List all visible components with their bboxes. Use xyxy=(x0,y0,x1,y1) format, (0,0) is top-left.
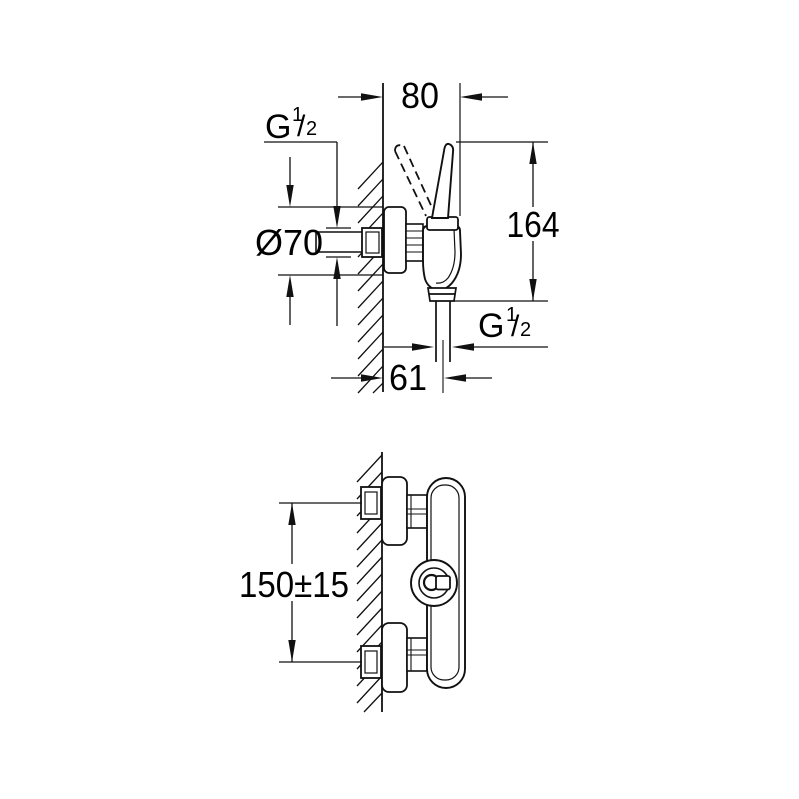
upper-union-nut xyxy=(406,494,428,529)
outlet-nut xyxy=(427,287,457,302)
mixer-body-side xyxy=(422,225,462,302)
wall-hatch-side xyxy=(357,161,384,394)
control-knob xyxy=(410,559,458,607)
escutcheon-side xyxy=(383,206,407,274)
outlet-thread-denominator: 2 xyxy=(520,319,531,341)
dim-80-label: 80 xyxy=(401,75,439,116)
outlet-pipe xyxy=(435,301,451,393)
lower-union-square xyxy=(360,645,382,679)
lower-escutcheon-front xyxy=(381,622,408,693)
dimension-offset-61: 61 xyxy=(331,357,492,398)
thread-label-inlet: G 1 / 2 xyxy=(264,104,351,326)
outlet-thread-numerator: 1 xyxy=(506,304,517,326)
supply-square-nut xyxy=(361,227,383,258)
inlet-thread-numerator: 1 xyxy=(292,104,303,126)
knob-pointer-tab xyxy=(435,575,451,591)
supply-stub xyxy=(315,227,383,258)
front-view: 150±15 xyxy=(237,452,466,713)
dim-61-label: 61 xyxy=(389,357,427,398)
inlet-thread-slash: / xyxy=(297,110,306,143)
lever-handle xyxy=(430,142,455,219)
lower-union-nut xyxy=(406,637,428,672)
connection-nut-side xyxy=(405,223,424,262)
dim-164-label: 164 xyxy=(507,204,560,245)
outlet-thread-slash: / xyxy=(511,310,520,343)
dimension-height-164: 164 xyxy=(454,141,562,302)
dim-70-label: Ø70 xyxy=(255,222,323,263)
lever-handle-alt-position xyxy=(394,144,435,217)
side-view: 80 164 Ø70 G 1 / 2 xyxy=(255,75,562,398)
inlet-thread-denominator: 2 xyxy=(306,118,317,140)
dim-150-label: 150±15 xyxy=(239,564,349,605)
thread-label-outlet: G 1 / 2 xyxy=(384,304,548,351)
dimension-diameter-70: Ø70 xyxy=(255,157,383,325)
inlet-thread-letter: G xyxy=(265,108,291,146)
upper-escutcheon-front xyxy=(381,476,408,546)
dimension-spacing-150: 150±15 xyxy=(237,502,362,663)
dimension-width-80: 80 xyxy=(338,75,508,216)
outlet-thread-letter: G xyxy=(478,307,504,345)
upper-union-square xyxy=(360,486,382,520)
